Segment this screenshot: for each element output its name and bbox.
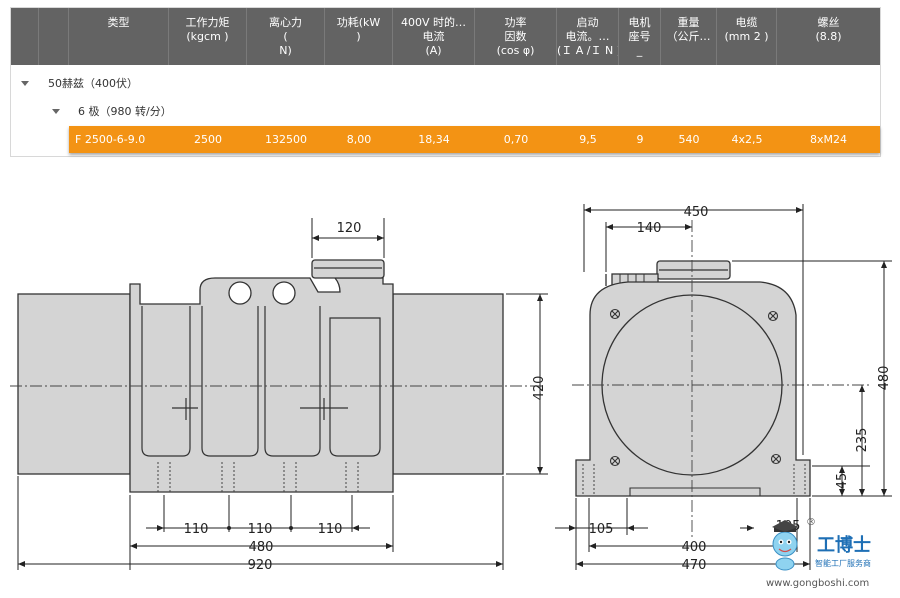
end-view [575, 260, 811, 497]
side-lifting-eye-right [272, 281, 296, 305]
header-cable[interactable]: 电缆 (mm 2 ) [717, 8, 777, 65]
group-6pole-label[interactable]: 6 极（980 转/分） [78, 105, 172, 118]
cell-power-factor: 0,70 [503, 133, 529, 146]
expand-group-50hz-icon[interactable] [21, 81, 29, 86]
header-motor-frame[interactable]: 电机 座号 _ [619, 8, 661, 65]
expand-group-6pole-icon[interactable] [52, 109, 60, 114]
cell-bolts: 8xM24 [810, 133, 847, 146]
cell-type: F 2500-6-9.0 [75, 133, 146, 146]
side-left-end-cap [17, 293, 131, 475]
watermark-url: www.gongboshi.com [766, 578, 869, 589]
watermark-subtitle: 智能工厂服务商 [815, 558, 871, 568]
side-lifting-eye-left [228, 281, 252, 305]
side-dim-120: 120 [337, 221, 362, 236]
watermark-mascot-icon [772, 520, 798, 571]
cell-current: 18,34 [418, 133, 450, 146]
side-dim-420: 420 [532, 376, 547, 401]
end-dim-235: 235 [855, 428, 870, 453]
end-dimensions [555, 204, 892, 570]
watermark: 工博士 ® 智能工厂服务商 www.gongboshi.com [766, 517, 871, 589]
header-bolts[interactable]: 螺丝 (8.8) [815, 16, 842, 43]
header-centrifugal-force[interactable]: 离心力 ( N) [247, 8, 325, 65]
side-dimensions [17, 218, 548, 570]
side-dim-920: 920 [248, 558, 273, 573]
side-dim-110-b: 110 [248, 522, 273, 537]
end-dim-480: 480 [877, 366, 892, 391]
cell-centrifugal-force: 132500 [265, 133, 307, 146]
end-dim-45: 45 [835, 473, 850, 490]
header-type[interactable]: 类型 [69, 8, 169, 65]
header-working-moment[interactable]: 工作力矩 (kgcm ) [169, 8, 247, 65]
cell-working-moment: 2500 [194, 133, 222, 146]
side-view [17, 259, 504, 493]
header-spacer [11, 8, 39, 65]
side-right-end-cap [392, 293, 504, 475]
cell-power: 8,00 [346, 133, 372, 146]
end-dim-450: 450 [684, 205, 709, 220]
header-current[interactable]: 400V 时的… 电流 (A) [393, 8, 475, 65]
header-weight[interactable]: 重量 （公斤… [661, 8, 717, 65]
table-header: 类型 工作力矩 (kgcm ) 离心力 ( N) 功耗(kW ) 400V 时的… [11, 8, 880, 65]
cell-cable: 4x2,5 [731, 133, 763, 146]
side-dim-480: 480 [249, 540, 274, 555]
side-dim-110-a: 110 [184, 522, 209, 537]
table-row[interactable]: F 2500-6-9.0 2500 132500 8,00 18,34 0,70… [69, 126, 880, 153]
end-dim-105: 105 [589, 522, 614, 537]
side-housing [129, 277, 394, 493]
side-dim-dots [227, 526, 293, 530]
cell-motor-frame: 9 [636, 133, 644, 146]
header-spacer [39, 8, 69, 65]
cell-weight: 540 [678, 133, 700, 146]
spec-table: 类型 工作力矩 (kgcm ) 离心力 ( N) 功耗(kW ) 400V 时的… [10, 7, 881, 157]
group-50hz-label[interactable]: 50赫兹（400伏） [48, 77, 138, 90]
side-dim-110-c: 110 [318, 522, 343, 537]
end-dim-140: 140 [637, 221, 662, 236]
end-dim-470: 470 [682, 558, 707, 573]
header-starting-current[interactable]: 启动 电流。… (Ｉ A /Ｉ N ) [557, 8, 619, 65]
cell-starting-current: 9,5 [579, 133, 597, 146]
header-power[interactable]: 功耗(kW ) [325, 8, 393, 65]
watermark-reg: ® [806, 517, 816, 528]
header-power-factor[interactable]: 功率 因数 (cos φ) [475, 8, 557, 65]
end-dim-400: 400 [682, 540, 707, 555]
watermark-brand: 工博士 [817, 534, 871, 556]
side-terminal-box [311, 259, 385, 279]
